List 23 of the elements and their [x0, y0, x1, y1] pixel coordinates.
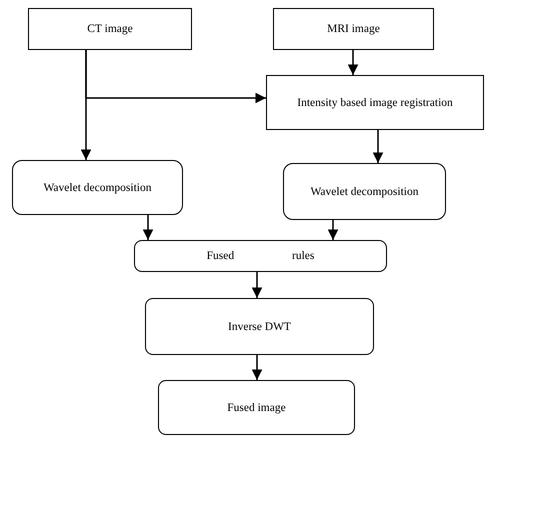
- process-box: [12, 160, 183, 215]
- box-label: Wavelet decomposition: [310, 186, 420, 198]
- arrow: [85, 50, 266, 104]
- arrow: [372, 130, 384, 163]
- box-label: Fused rules: [206, 250, 316, 262]
- box-label: Wavelet decomposition: [42, 182, 152, 194]
- box-label: Fused image: [226, 402, 287, 414]
- box-label: Inverse DWT: [227, 320, 292, 332]
- arrow: [348, 50, 358, 75]
- box-label: MRI image: [326, 23, 381, 35]
- process-box: [273, 8, 434, 50]
- process-box: [134, 240, 387, 272]
- process-box: [283, 163, 446, 220]
- arrow: [252, 272, 262, 298]
- arrow: [252, 355, 262, 380]
- arrow: [142, 215, 154, 240]
- process-box: [28, 8, 192, 50]
- box-label: Intensity based image registration: [296, 96, 454, 108]
- box-label: CT image: [86, 23, 134, 35]
- process-box: [145, 298, 374, 355]
- arrow: [328, 220, 338, 240]
- process-box: [158, 380, 355, 435]
- process-box: [266, 75, 484, 130]
